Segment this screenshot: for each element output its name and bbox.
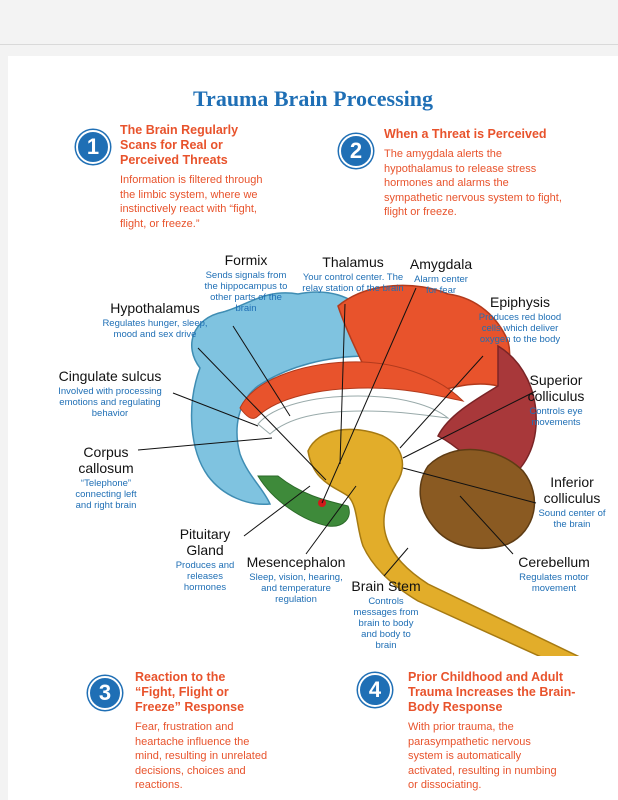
label-corpus-desc: “Telephone” connecting left and right br… xyxy=(75,478,137,511)
label-cerebellum: Cerebellum Regulates motor movement xyxy=(504,554,604,594)
label-superior-name: Superior colliculus xyxy=(527,372,585,404)
label-cerebellum-name: Cerebellum xyxy=(518,554,590,570)
label-brain-stem: Brain Stem Controls messages from brain … xyxy=(350,578,422,651)
brain-illustration xyxy=(137,284,580,656)
label-cingulate-sulcus: Cingulate sulcus Involved with processin… xyxy=(52,368,168,419)
label-thalamus: Thalamus Your control center. The relay … xyxy=(300,254,406,294)
label-mesencephalon: Mesencephalon Sleep, vision, hearing, an… xyxy=(242,554,350,605)
step-3-body: Fear, frustration and heartache influenc… xyxy=(135,721,268,791)
label-cingulate-name: Cingulate sulcus xyxy=(58,368,162,384)
label-amygdala: Amygdala Alarm center for fear xyxy=(408,256,474,296)
label-mesencephalon-name: Mesencephalon xyxy=(246,554,346,570)
label-amygdala-desc: Alarm center for fear xyxy=(414,274,468,296)
label-formix-name: Formix xyxy=(224,252,268,268)
label-epiphysis: Epiphysis Produces red blood cells which… xyxy=(478,294,562,345)
step-4-number-badge: 4 xyxy=(358,673,392,707)
cortex-blue-region xyxy=(190,291,369,505)
label-inferior-colliculus: Inferior colliculus Sound center of the … xyxy=(536,474,608,530)
step-3-number-badge: 3 xyxy=(88,676,122,710)
label-superior-colliculus: Superior colliculus Controls eye movemen… xyxy=(520,372,592,428)
step-2-number-badge: 2 xyxy=(339,134,373,168)
label-pituitary-name: Pituitary Gland xyxy=(179,526,231,558)
label-brainstem-name: Brain Stem xyxy=(351,578,421,594)
label-amygdala-name: Amygdala xyxy=(409,256,473,272)
label-corpus-name: Corpus callosum xyxy=(78,444,134,476)
label-inferior-name: Inferior colliculus xyxy=(543,474,601,506)
label-thalamus-name: Thalamus xyxy=(322,254,384,270)
label-formix: Formix Sends signals from the hippocampu… xyxy=(204,252,288,314)
label-hypothalamus-desc: Regulates hunger, sleep, mood and sex dr… xyxy=(102,318,208,340)
label-inferior-desc: Sound center of the brain xyxy=(538,508,606,530)
limbic-green-region xyxy=(257,475,350,527)
cerebellum-shape xyxy=(419,448,536,550)
leader-lines xyxy=(137,287,537,577)
step-1-body: Information is filtered through the limb… xyxy=(120,174,263,230)
label-pituitary-desc: Produces and releases hormones xyxy=(175,560,235,593)
step-1-heading: The Brain Regularly Scans for Real or Pe… xyxy=(120,123,239,167)
step-1-number-badge: 1 xyxy=(76,130,110,164)
step-2-heading: When a Threat is Perceived xyxy=(384,127,547,141)
label-epiphysis-name: Epiphysis xyxy=(490,294,550,310)
label-cerebellum-desc: Regulates motor movement xyxy=(519,572,589,594)
label-superior-desc: Controls eye movements xyxy=(529,406,583,428)
step-2-body: The amygdala alerts the hypothalamus to … xyxy=(384,148,562,218)
label-pituitary-gland: Pituitary Gland Produces and releases ho… xyxy=(172,526,238,593)
label-cingulate-desc: Involved with processing emotions and re… xyxy=(58,386,162,419)
brainstem-shape xyxy=(307,428,580,656)
label-hypothalamus-name: Hypothalamus xyxy=(110,300,200,316)
step-3-heading: Reaction to the “Fight, Flight or Freeze… xyxy=(135,670,245,714)
poster-page: Trauma Brain Processing 1 The Brain Regu… xyxy=(8,56,618,800)
corpus-callosum-shape xyxy=(257,395,450,435)
label-hypothalamus: Hypothalamus Regulates hunger, sleep, mo… xyxy=(96,300,214,340)
label-mesencephalon-desc: Sleep, vision, hearing, and temperature … xyxy=(249,572,343,605)
label-epiphysis-desc: Produces red blood cells which deliver o… xyxy=(478,312,562,345)
label-brainstem-desc: Controls messages from brain to body and… xyxy=(353,596,419,651)
step-4-heading: Prior Childhood and Adult Trauma Increas… xyxy=(408,670,576,714)
label-corpus-callosum: Corpus callosum “Telephone” connecting l… xyxy=(68,444,144,511)
step-4-body: With prior trauma, the parasympathetic n… xyxy=(408,721,557,791)
page-title: Trauma Brain Processing xyxy=(193,86,433,111)
label-formix-desc: Sends signals from the hippocampus to ot… xyxy=(204,270,288,314)
label-thalamus-desc: Your control center. The relay station o… xyxy=(302,272,404,294)
cingulate-band xyxy=(239,361,465,419)
scan-edge-line xyxy=(0,44,618,45)
